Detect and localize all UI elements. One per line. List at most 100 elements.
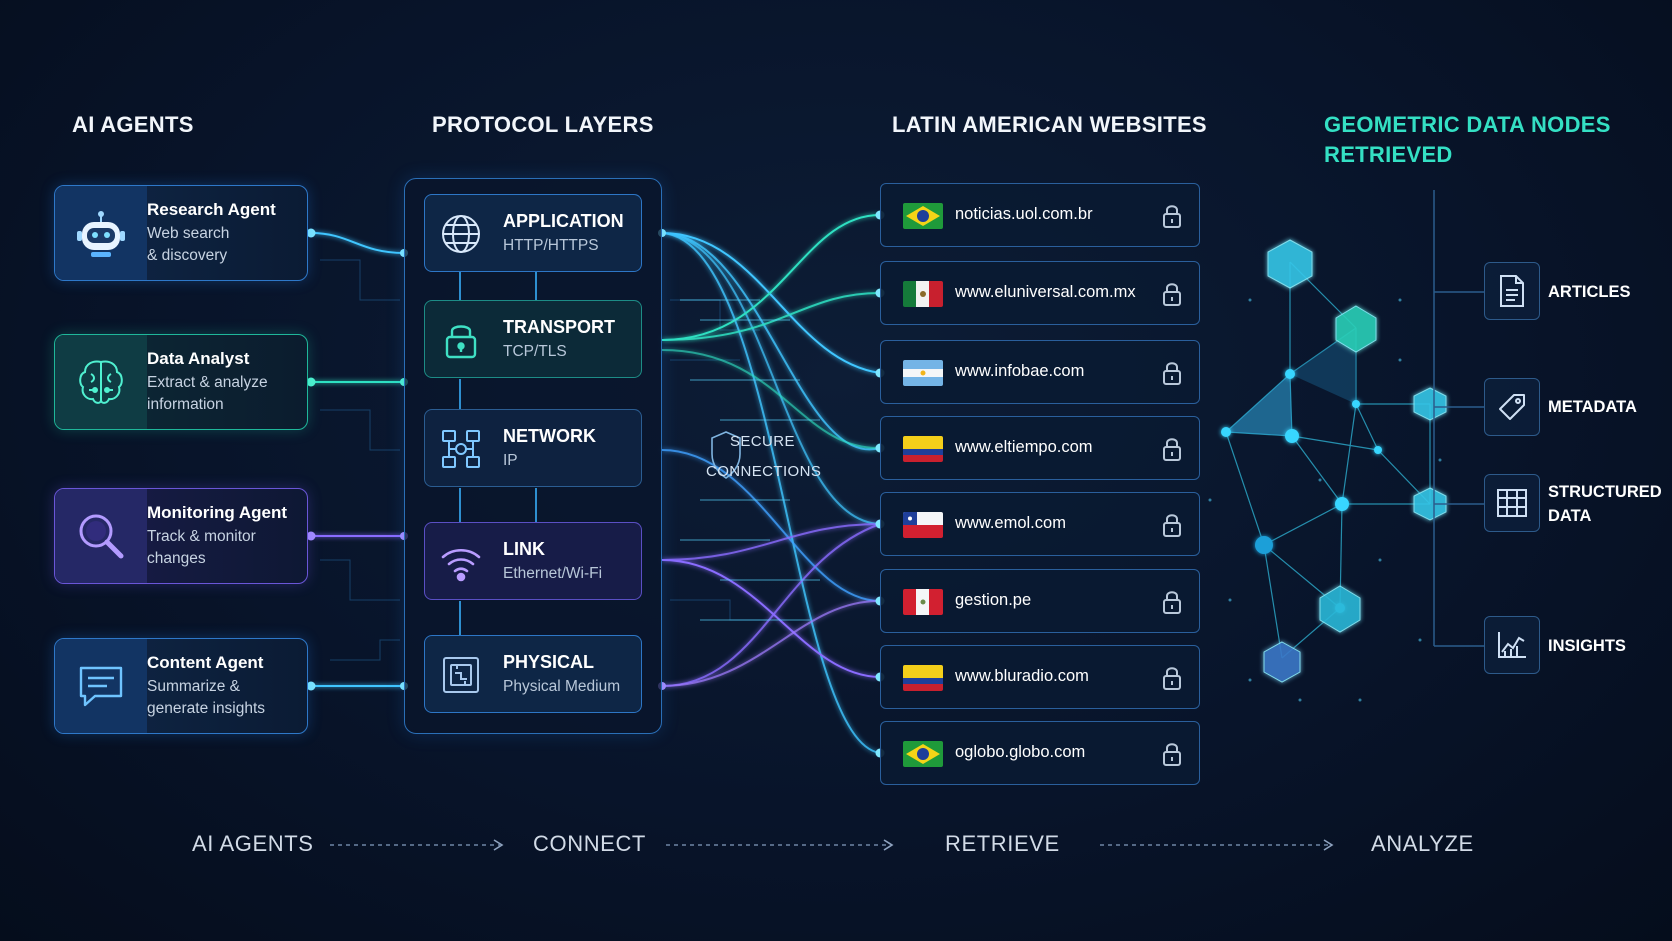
- website-row[interactable]: www.eluniversal.com.mx: [880, 261, 1200, 325]
- flow-step-retrieve: RETRIEVE: [945, 831, 1060, 856]
- lock-icon: [1161, 359, 1183, 387]
- agent-desc-line1: Track & monitor: [147, 528, 256, 545]
- agent-title: Content Agent: [147, 653, 264, 672]
- website-url: gestion.pe: [955, 591, 1032, 609]
- tag-icon: [1484, 378, 1540, 436]
- website-row[interactable]: www.bluradio.com: [880, 645, 1200, 709]
- agent-desc-line2: changes: [147, 550, 206, 567]
- colombia-flag-icon: [903, 436, 943, 462]
- website-row[interactable]: www.emol.com: [880, 492, 1200, 556]
- output-label: STRUCTURED DATA: [1548, 480, 1662, 528]
- argentina-flag-icon: [903, 360, 943, 386]
- agent-card-monitoring[interactable]: Monitoring Agent Track & monitor changes: [54, 488, 308, 584]
- layer-connector: [535, 272, 537, 300]
- lock-icon: [1161, 511, 1183, 539]
- website-url: www.eluniversal.com.mx: [955, 283, 1136, 301]
- chat-icon: [55, 639, 147, 733]
- agent-desc-line2: information: [147, 396, 224, 413]
- line-chart-icon: [1484, 616, 1540, 674]
- layer-title: APPLICATION: [503, 211, 624, 231]
- brazil-flag-icon: [903, 741, 943, 767]
- agent-card-data-analyst[interactable]: Data Analyst Extract & analyze informati…: [54, 334, 308, 430]
- layer-title: NETWORK: [503, 426, 596, 446]
- agents-heading: AI AGENTS: [72, 112, 194, 137]
- agent-desc-line2: & discovery: [147, 247, 228, 264]
- lock-icon: [1161, 202, 1183, 230]
- chile-flag-icon: [903, 512, 943, 538]
- layer-title: LINK: [503, 539, 545, 559]
- output-label-line1: STRUCTURED: [1548, 483, 1662, 501]
- agent-desc-line1: Web search: [147, 225, 230, 242]
- mexico-flag-icon: [903, 281, 943, 307]
- agent-desc-line1: Extract & analyze: [147, 374, 268, 391]
- layer-connector: [535, 488, 537, 522]
- agent-desc-line1: Summarize &: [147, 678, 241, 695]
- agent-desc-line2: generate insights: [147, 700, 266, 717]
- layer-title: TRANSPORT: [503, 317, 615, 337]
- layer-network[interactable]: NETWORK IP: [424, 409, 642, 487]
- nodes-heading-line1: GEOMETRIC DATA NODES: [1324, 112, 1611, 137]
- agent-card-research[interactable]: Research Agent Web search & discovery: [54, 185, 308, 281]
- output-label-line2: DATA: [1548, 507, 1592, 525]
- output-label-line1: INSIGHTS: [1548, 637, 1626, 655]
- padlock-icon: [439, 318, 483, 362]
- nodes-heading-line2: RETRIEVED: [1324, 142, 1453, 167]
- grid-icon: [1484, 474, 1540, 532]
- secure-line2: CONNECTIONS: [706, 463, 822, 480]
- output-label: INSIGHTS: [1548, 634, 1626, 658]
- website-row[interactable]: gestion.pe: [880, 569, 1200, 633]
- website-url: www.bluradio.com: [955, 667, 1089, 685]
- brazil-flag-icon: [903, 203, 943, 229]
- layer-subtitle: Physical Medium: [503, 678, 621, 695]
- website-url: www.eltiempo.com: [955, 438, 1093, 456]
- peru-flag-icon: [903, 589, 943, 615]
- website-url: oglobo.globo.com: [955, 743, 1086, 761]
- layer-subtitle: TCP/TLS: [503, 343, 567, 360]
- layer-subtitle: Ethernet/Wi-Fi: [503, 565, 603, 582]
- layer-connector: [459, 272, 461, 300]
- chip-icon: [439, 653, 483, 697]
- agent-title: Research Agent: [147, 200, 276, 219]
- robot-icon: [55, 186, 147, 280]
- agent-card-content[interactable]: Content Agent Summarize & generate insig…: [54, 638, 308, 734]
- nodes-heading: GEOMETRIC DATA NODES RETRIEVED: [1324, 110, 1611, 170]
- layer-application[interactable]: APPLICATION HTTP/HTTPS: [424, 194, 642, 272]
- output-label-line1: ARTICLES: [1548, 283, 1631, 301]
- layer-connector: [459, 601, 461, 635]
- lock-icon: [1161, 280, 1183, 308]
- layer-transport[interactable]: TRANSPORT TCP/TLS: [424, 300, 642, 378]
- output-label: METADATA: [1548, 395, 1637, 419]
- website-url: www.infobae.com: [955, 362, 1085, 380]
- layer-subtitle: HTTP/HTTPS: [503, 237, 599, 254]
- flow-step-analyze: ANALYZE: [1371, 831, 1474, 856]
- lock-icon: [1161, 435, 1183, 463]
- colombia-flag-icon: [903, 665, 943, 691]
- website-row[interactable]: oglobo.globo.com: [880, 721, 1200, 785]
- layer-title: PHYSICAL: [503, 652, 595, 672]
- network-icon: [439, 427, 483, 471]
- flow-step-connect: CONNECT: [533, 831, 646, 856]
- agent-title: Monitoring Agent: [147, 503, 288, 522]
- agent-title: Data Analyst: [147, 349, 250, 368]
- lock-icon: [1161, 664, 1183, 692]
- website-row[interactable]: noticias.uol.com.br: [880, 183, 1200, 247]
- layer-connector: [459, 488, 461, 522]
- globe-icon: [439, 212, 483, 256]
- website-row[interactable]: www.infobae.com: [880, 340, 1200, 404]
- lock-icon: [1161, 588, 1183, 616]
- layer-link[interactable]: LINK Ethernet/Wi-Fi: [424, 522, 642, 600]
- website-url: noticias.uol.com.br: [955, 205, 1093, 223]
- output-label: ARTICLES: [1548, 280, 1631, 304]
- layer-connector: [459, 379, 461, 409]
- website-row[interactable]: www.eltiempo.com: [880, 416, 1200, 480]
- document-icon: [1484, 262, 1540, 320]
- layer-physical[interactable]: PHYSICAL Physical Medium: [424, 635, 642, 713]
- wifi-icon: [439, 540, 483, 584]
- layer-subtitle: IP: [503, 452, 518, 469]
- website-url: www.emol.com: [955, 514, 1066, 532]
- output-label-line1: METADATA: [1548, 398, 1637, 416]
- magnifier-icon: [55, 489, 147, 583]
- flow-step-agents: AI AGENTS: [192, 831, 314, 856]
